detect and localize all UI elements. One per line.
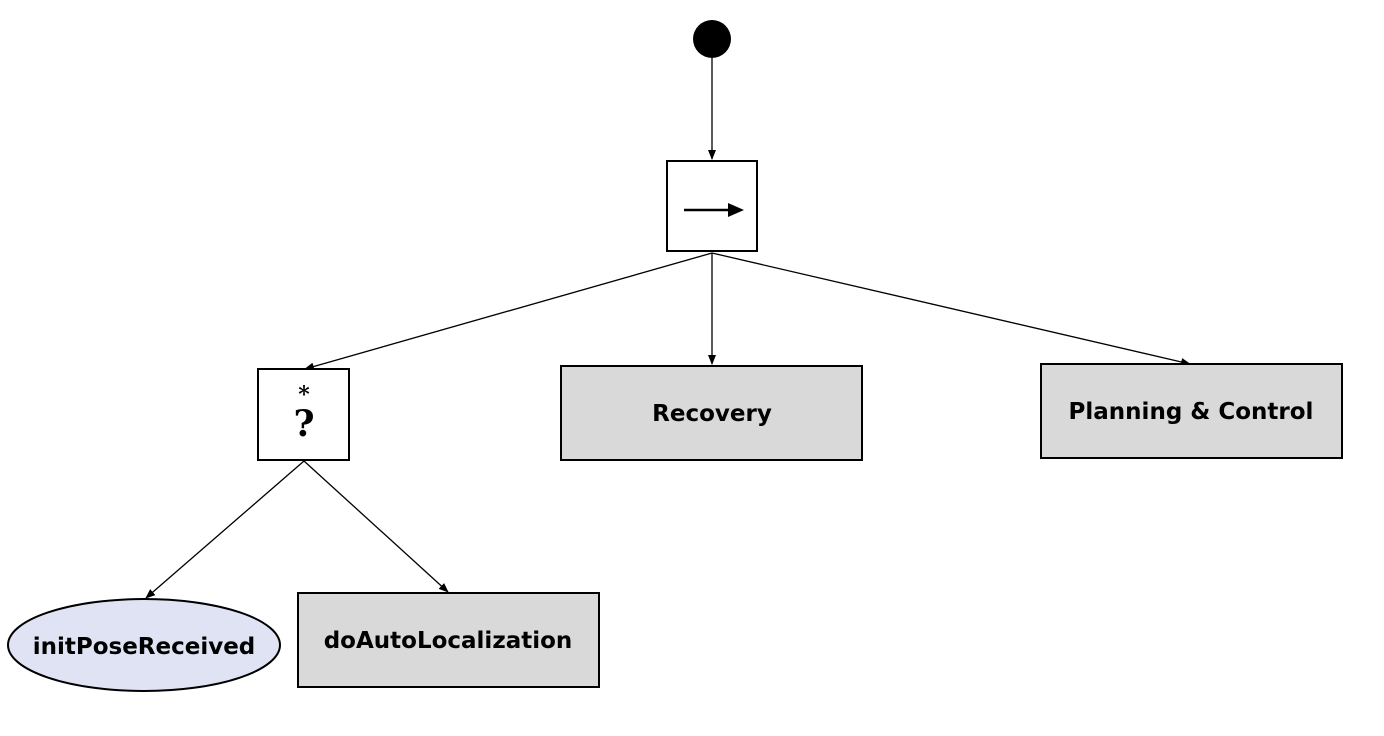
sequence-node-box (666, 160, 758, 252)
edges (145, 58, 1191, 599)
arrow-right-icon (684, 203, 744, 217)
recovery-box (560, 365, 863, 461)
init-pose-label: initPoseReceived (33, 634, 256, 660)
selector-node-box (257, 368, 350, 461)
edge-sequence-to-selector (304, 252, 713, 371)
auto-localization-box (297, 592, 600, 688)
start-node (693, 20, 731, 58)
selector-star: * (298, 382, 310, 408)
planning-control-label: Planning & Control (1069, 399, 1314, 425)
edge-selector-to-autoloc (303, 460, 449, 593)
planning-control-action-node: Planning & Control (1040, 363, 1343, 459)
auto-localization-action-node: doAutoLocalization (297, 592, 600, 688)
selector-node: * ? (257, 368, 350, 461)
init-pose-ellipse (7, 598, 281, 692)
edge-sequence-to-planning (711, 252, 1191, 366)
edge-selector-to-initpose (145, 460, 305, 599)
sequence-node (666, 160, 758, 252)
planning-control-box (1040, 363, 1343, 459)
recovery-action-node: Recovery (560, 365, 863, 461)
init-pose-condition-node: initPoseReceived (7, 598, 281, 692)
selector-question: ? (293, 403, 314, 445)
recovery-label: Recovery (652, 401, 772, 427)
auto-localization-label: doAutoLocalization (324, 628, 573, 654)
